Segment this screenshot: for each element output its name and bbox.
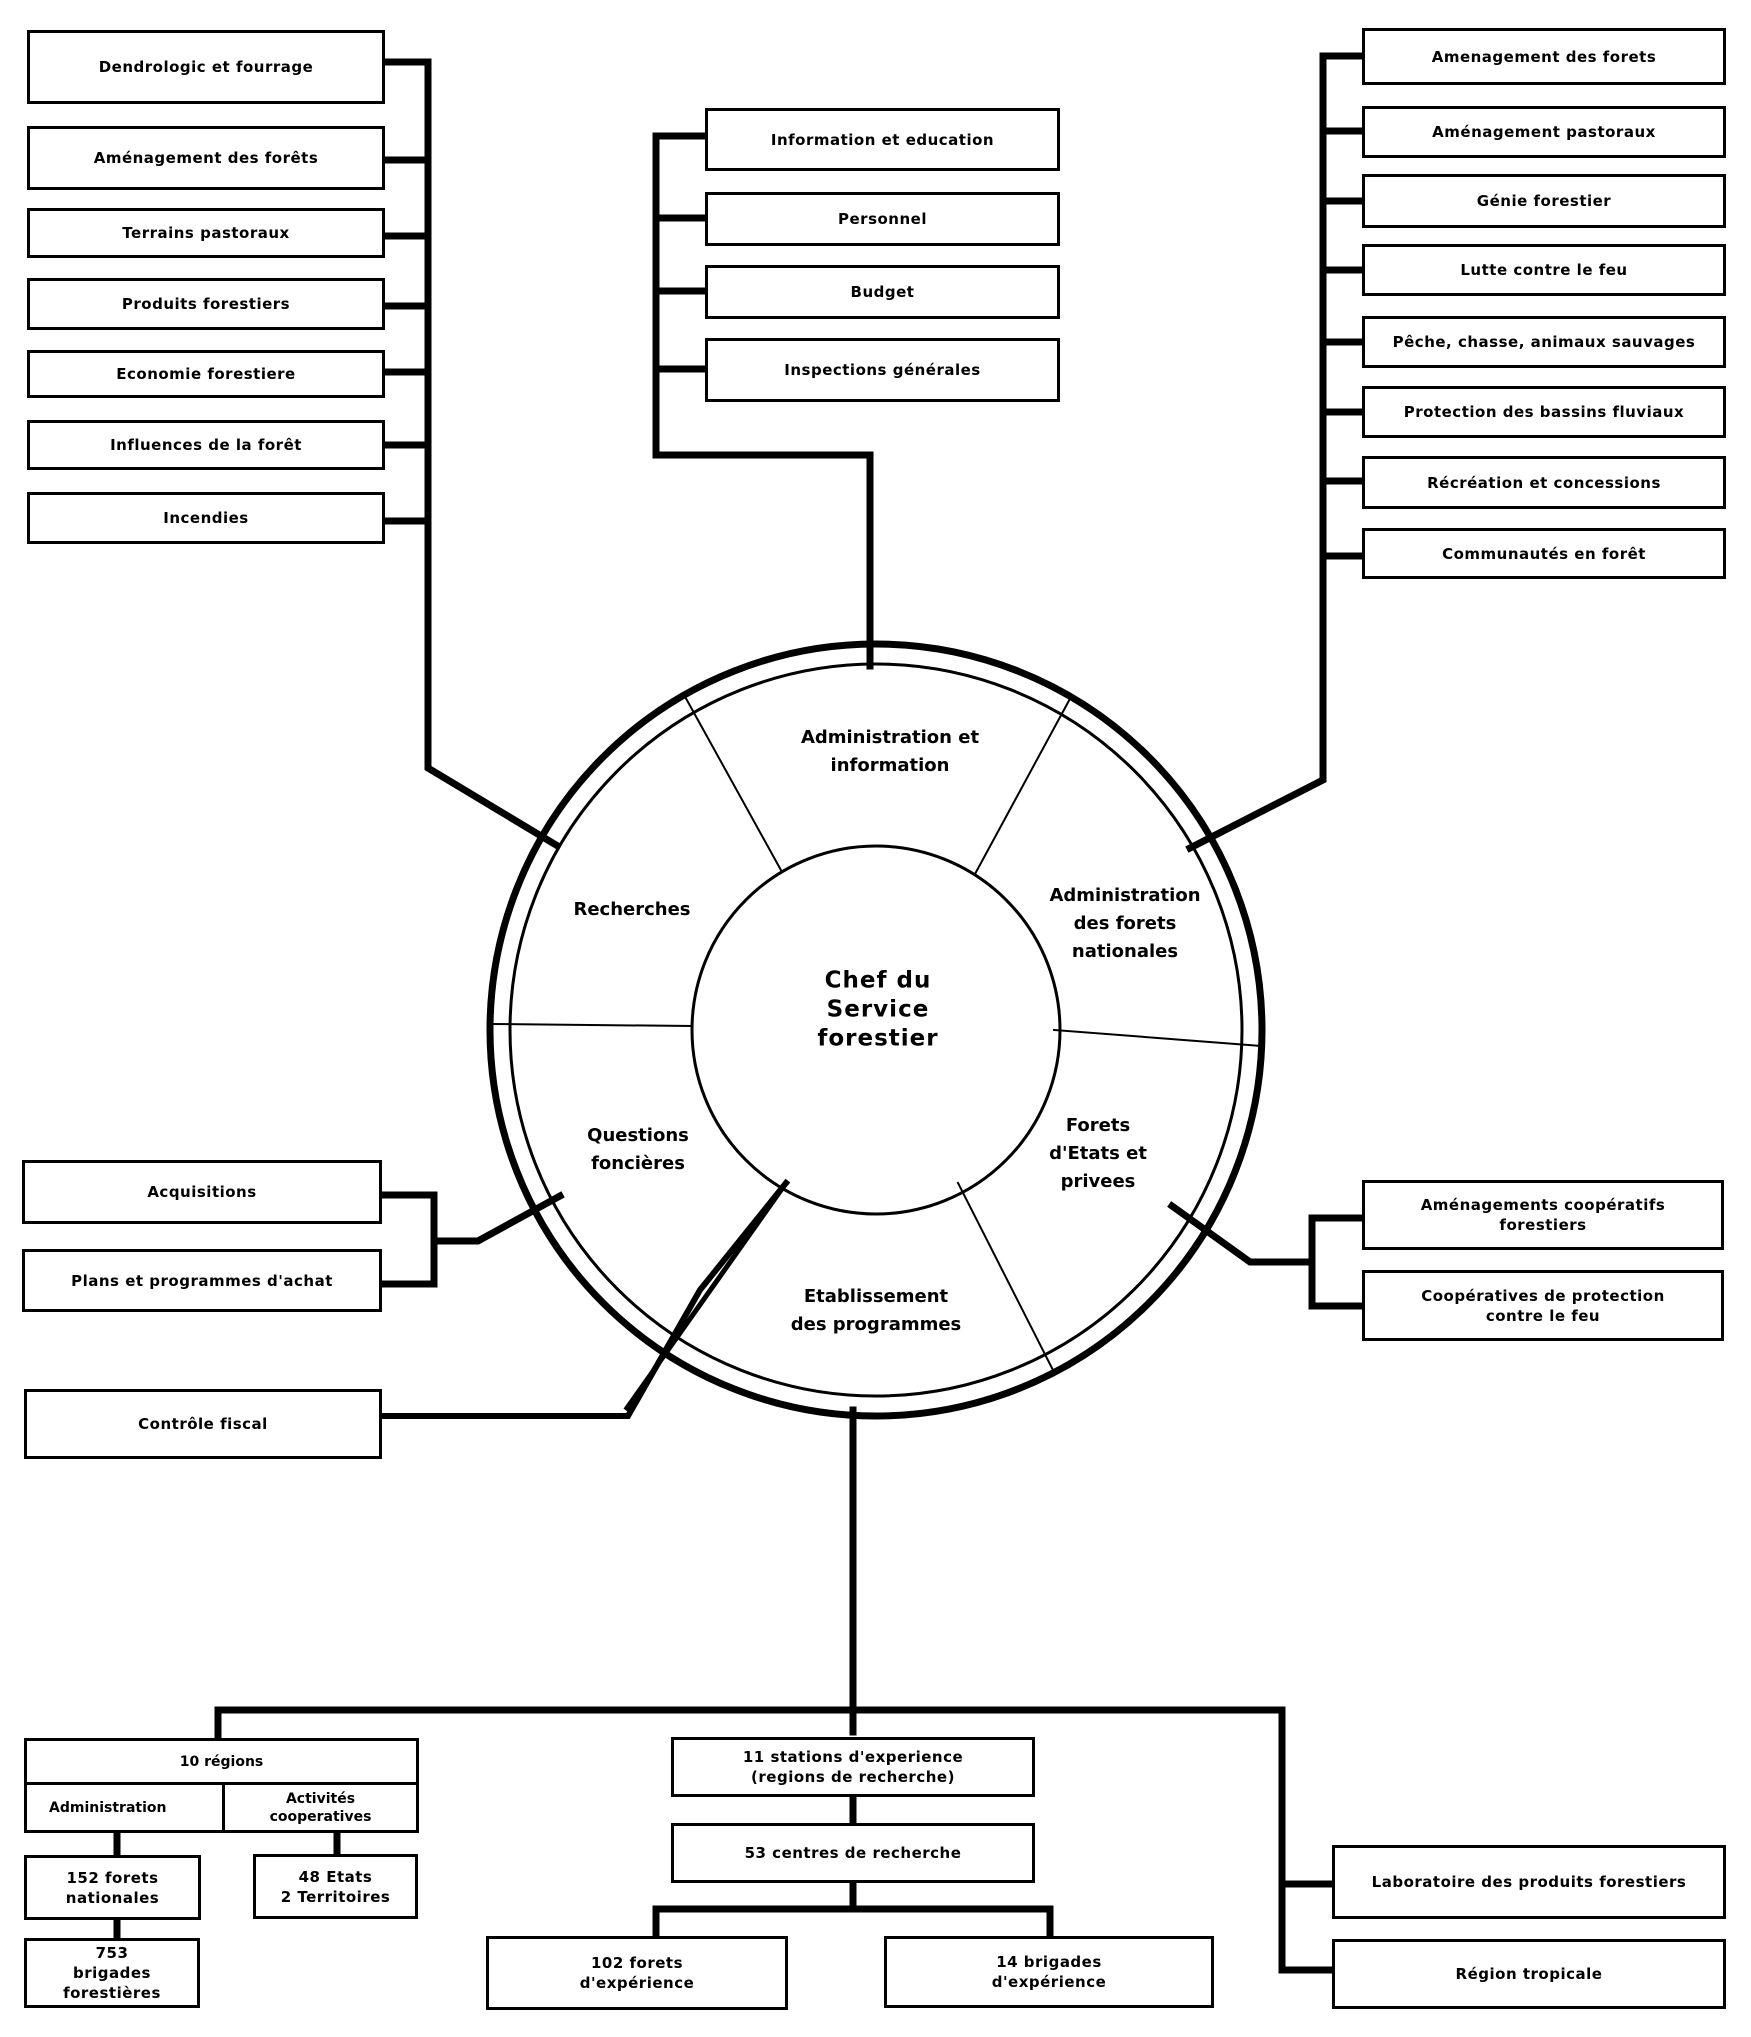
divider-bottom-right — [956, 1181, 1057, 1376]
forets-etats-unit[interactable]: Aménagements coopératifs forestiers — [1362, 1180, 1724, 1250]
regions-box[interactable]: 10 régions Administration Activités coop… — [24, 1738, 419, 1833]
recherches-spine — [382, 58, 561, 850]
brigades-forestieres-count[interactable]: 753 brigades forestières — [24, 1938, 200, 2008]
admin-info-unit[interactable]: Information et education — [705, 108, 1060, 171]
outer-ring — [486, 640, 1266, 1420]
forets-nationales-unit[interactable]: Communautés en forêt — [1362, 528, 1726, 579]
recherches-unit[interactable]: Terrains pastoraux — [27, 208, 385, 258]
forets-nationales-unit[interactable]: Récréation et concessions — [1362, 456, 1726, 509]
forets-nationales-unit[interactable]: Aménagement pastoraux — [1362, 106, 1726, 158]
recherches-unit[interactable]: Aménagement des forêts — [27, 126, 385, 190]
forets-nationales-unit[interactable]: Lutte contre le feu — [1362, 244, 1726, 296]
segment-forets-etats-privees[interactable]: Forets d'Etats et privees — [1049, 1115, 1147, 1192]
foncieres-connector — [378, 1191, 438, 1288]
foncieres-unit[interactable]: Plans et programmes d'achat — [22, 1249, 382, 1312]
recherches-unit[interactable]: Influences de la forêt — [27, 420, 385, 470]
segment-admin-forets-nationales[interactable]: Administration des forets nationales — [1049, 885, 1201, 962]
region-tropicale[interactable]: Région tropicale — [1332, 1939, 1726, 2009]
laboratoire-produits[interactable]: Laboratoire des produits forestiers — [1332, 1845, 1726, 1919]
recherches-unit[interactable]: Economie forestiere — [27, 350, 385, 398]
forets-etats-unit[interactable]: Coopératives de protection contre le feu — [1362, 1270, 1724, 1341]
forets-nationales-unit[interactable]: Génie forestier — [1362, 174, 1726, 228]
recherches-unit[interactable]: Incendies — [27, 492, 385, 544]
center-chief-label: Chef du Service forestier — [817, 967, 939, 1052]
fiscal-unit[interactable]: Contrôle fiscal — [24, 1389, 382, 1459]
regions-title: 10 régions — [27, 1741, 416, 1785]
stations-experience[interactable]: 11 stations d'experience (regions de rec… — [671, 1737, 1035, 1797]
divider-right — [1052, 1028, 1264, 1048]
divider-top-left — [681, 691, 784, 874]
forets-nationales-count[interactable]: 152 forets nationales — [24, 1855, 201, 1920]
forets-nationales-unit[interactable]: Pêche, chasse, animaux sauvages — [1362, 316, 1726, 368]
forets-etats-connector — [1308, 1214, 1366, 1310]
forets-experience[interactable]: 102 forets d'expérience — [486, 1936, 788, 2010]
foncieres-unit[interactable]: Acquisitions — [22, 1160, 382, 1224]
segment-etablissement-programmes[interactable]: Etablissement des programmes — [790, 1286, 962, 1335]
regions-coop-label: Activités cooperatives — [269, 1790, 372, 1825]
divider-left — [490, 1022, 694, 1028]
brigades-experience[interactable]: 14 brigades d'expérience — [884, 1936, 1214, 2008]
segment-recherches[interactable]: Recherches — [573, 899, 691, 920]
fiscal-connector — [379, 1178, 791, 1419]
etats-territoires-count[interactable]: 48 Etats 2 Territoires — [253, 1854, 418, 1919]
inner-ring — [508, 662, 1244, 1398]
regions-admin-label: Administration — [27, 1785, 225, 1830]
admin-info-unit[interactable]: Inspections générales — [705, 338, 1060, 402]
forets-nationales-spine — [1185, 52, 1366, 853]
forets-nationales-unit[interactable]: Protection des bassins fluviaux — [1362, 386, 1726, 438]
segment-questions-foncieres[interactable]: Questions foncières — [587, 1125, 689, 1174]
admin-info-unit[interactable]: Budget — [705, 265, 1060, 319]
recherches-unit[interactable]: Produits forestiers — [27, 278, 385, 330]
divider-top-right — [973, 693, 1074, 876]
admin-info-unit[interactable]: Personnel — [705, 192, 1060, 246]
admin-info-spine — [652, 132, 874, 670]
recherches-unit[interactable]: Dendrologic et fourrage — [27, 30, 385, 104]
segment-admin-info[interactable]: Administration et information — [800, 727, 980, 776]
forets-nationales-unit[interactable]: Amenagement des forets — [1362, 28, 1726, 85]
centres-recherche[interactable]: 53 centres de recherche — [671, 1823, 1035, 1883]
